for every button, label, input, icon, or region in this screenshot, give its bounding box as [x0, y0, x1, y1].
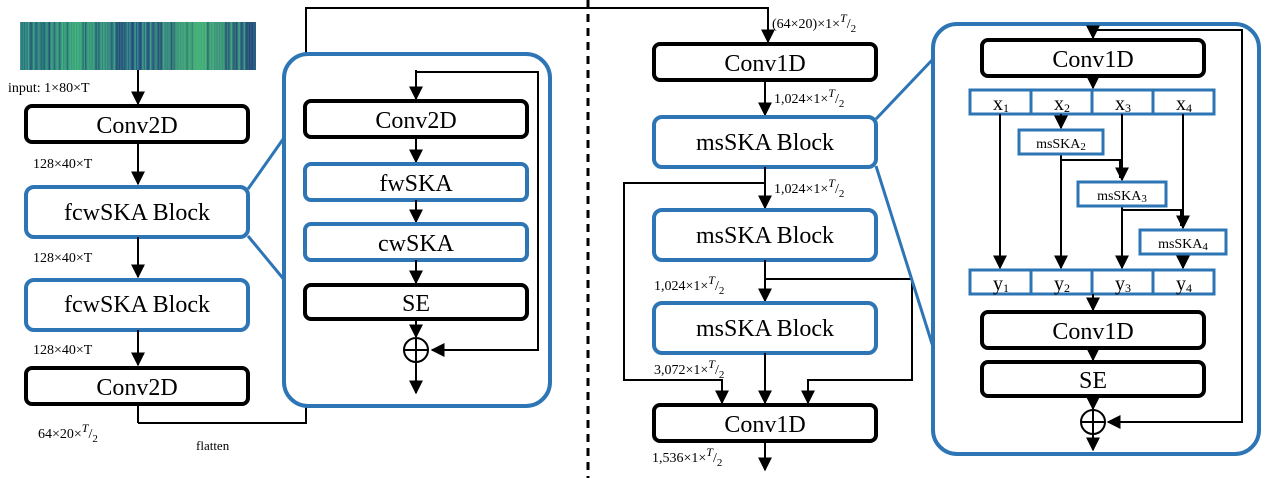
ms-conv1d-top: Conv1D: [980, 38, 1206, 78]
svg-text:Conv2D: Conv2D: [96, 375, 177, 401]
dim-3-label: 1,024×1×T/2: [654, 273, 724, 297]
svg-text:Conv1D: Conv1D: [724, 51, 805, 77]
x1-cell: x1: [993, 93, 1009, 115]
svg-text:SE: SE: [402, 291, 430, 317]
dim-after-conv: 128×40×T: [33, 157, 93, 172]
msska3-box: msSKA3: [1076, 180, 1168, 208]
ms-add-icon: [1080, 409, 1106, 435]
zoom-line-bottom-left: [246, 235, 288, 283]
ms-conv1d-bottom: Conv1D: [980, 310, 1206, 350]
ms-se-box: SE: [980, 360, 1206, 398]
y2-cell: y2: [1054, 273, 1070, 295]
dim-2-label: 1,024×1×T/2: [774, 176, 844, 200]
svg-text:msSKA2: msSKA2: [1036, 137, 1086, 153]
y-concat-row: y1 y2 y3 y4: [968, 268, 1216, 296]
flatten-connector: [248, 7, 775, 424]
flatten-label: flatten: [196, 438, 230, 453]
fcwska-block-1: fcwSKA Block: [24, 185, 250, 239]
y1-cell: y1: [993, 273, 1009, 295]
zoom-line-bottom-right: [874, 165, 936, 351]
svg-text:msSKA Block: msSKA Block: [696, 223, 834, 249]
x4-cell: x4: [1176, 93, 1192, 115]
y3-cell: y3: [1115, 273, 1131, 295]
input-dim-label: input: 1×80×T: [8, 81, 90, 96]
fcwska-block-2: fcwSKA Block: [24, 278, 250, 332]
svg-text:msSKA4: msSKA4: [1158, 237, 1208, 253]
dim-4-label: 3,072×1×T/2: [654, 357, 724, 381]
msska-block-1: msSKA Block: [652, 115, 878, 169]
x2-cell: x2: [1054, 93, 1070, 115]
svg-text:fwSKA: fwSKA: [379, 171, 453, 197]
svg-text:(64×20)×1×T/2: (64×20)×1×T/2: [772, 11, 856, 35]
dim-1-label: 1,024×1×T/2: [774, 86, 844, 110]
x-split-row: x1 x2 x3 x4: [968, 88, 1216, 116]
svg-text:3,072×1×T/2: 3,072×1×T/2: [654, 357, 724, 381]
x3-cell: x3: [1115, 93, 1131, 115]
msska-block-2: msSKA Block: [652, 208, 878, 262]
zoom-line-top-right: [874, 56, 936, 121]
cwska-box: cwSKA: [303, 222, 529, 262]
svg-text:fcwSKA Block: fcwSKA Block: [64, 200, 210, 226]
right-conv1d-top: Conv1D: [652, 42, 878, 82]
skip-block1-to-concat: [623, 182, 765, 405]
msska-detail-panel: Conv1D x1 x2 x3 x4 msSKA2 msS: [931, 22, 1261, 456]
svg-text:SE: SE: [1079, 368, 1107, 394]
svg-text:1,536×1×T/2: 1,536×1×T/2: [652, 445, 722, 469]
dim-out-label: 64×20×T/2: [38, 421, 98, 445]
spectrogram-image: [20, 22, 256, 70]
svg-text:Conv1D: Conv1D: [1052, 47, 1133, 73]
y4-cell: y4: [1176, 273, 1192, 295]
fcwska-detail-panel: Conv2D fwSKA cwSKA SE: [282, 52, 552, 408]
svg-text:1,024×1×T/2: 1,024×1×T/2: [774, 86, 844, 110]
svg-text:64×20×T/2: 64×20×T/2: [38, 421, 98, 445]
svg-text:Conv2D: Conv2D: [375, 108, 456, 134]
left-conv2d-top: Conv2D: [24, 104, 250, 144]
fcw-add-icon: [403, 337, 429, 363]
dim-after-block2: 128×40×T: [33, 343, 93, 358]
svg-text:msSKA3: msSKA3: [1097, 189, 1147, 205]
dim-in-label: (64×20)×1×T/2: [772, 11, 856, 35]
svg-text:Conv1D: Conv1D: [1052, 319, 1133, 345]
svg-text:msSKA Block: msSKA Block: [696, 130, 834, 156]
fcw-conv2d: Conv2D: [303, 99, 529, 139]
zoom-line-top-left: [246, 134, 288, 190]
skip-block2-to-concat: [765, 278, 913, 405]
svg-text:fcwSKA Block: fcwSKA Block: [64, 292, 210, 318]
fwska-box: fwSKA: [303, 162, 529, 202]
msska2-box: msSKA2: [1017, 128, 1105, 156]
svg-text:1,024×1×T/2: 1,024×1×T/2: [774, 176, 844, 200]
left-conv2d-bottom: Conv2D: [24, 366, 250, 406]
svg-text:Conv2D: Conv2D: [96, 113, 177, 139]
svg-text:1,024×1×T/2: 1,024×1×T/2: [654, 273, 724, 297]
msska4-box: msSKA4: [1138, 228, 1228, 256]
fcw-se-box: SE: [303, 283, 529, 321]
dim-out-right-label: 1,536×1×T/2: [652, 445, 722, 469]
svg-text:msSKA Block: msSKA Block: [696, 316, 834, 342]
svg-text:Conv1D: Conv1D: [724, 412, 805, 438]
dim-after-block1: 128×40×T: [33, 251, 93, 266]
msska-block-3: msSKA Block: [652, 301, 878, 355]
svg-text:cwSKA: cwSKA: [378, 231, 455, 257]
right-conv1d-bottom: Conv1D: [652, 403, 878, 443]
